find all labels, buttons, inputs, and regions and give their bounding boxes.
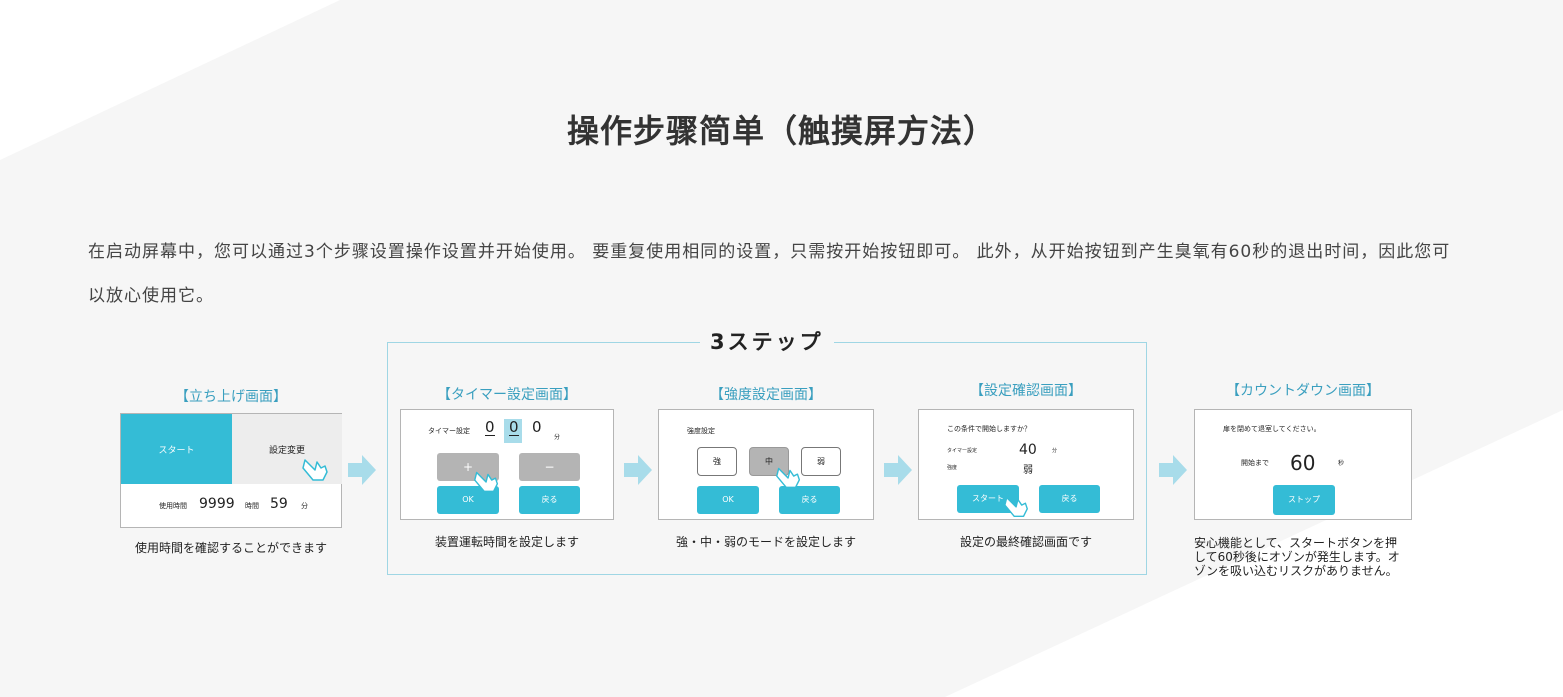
caption-timer: 装置運転時間を設定します: [434, 535, 579, 549]
ok-button[interactable]: OK: [697, 486, 759, 514]
countdown-unit: 秒: [1338, 460, 1345, 467]
arrow-right-icon: [1159, 455, 1187, 485]
countdown-notice: 扉を閉めて退室してください。: [1223, 425, 1321, 433]
back-button[interactable]: 戻る: [779, 486, 840, 514]
countdown-screen: 扉を閉めて退室してください。 開始まで 60 秒 ストップ: [1194, 409, 1412, 520]
medium-button[interactable]: 中: [749, 447, 789, 476]
weak-button[interactable]: 弱: [801, 447, 841, 476]
panel-title-confirm: 【設定確認画面】: [970, 383, 1082, 399]
panel-title-countdown: 【カウントダウン画面】: [1226, 383, 1380, 399]
timer-screen: タイマー設定 0 0 0 分 + − OK 戻る: [400, 409, 614, 520]
caption-countdown-line3: ゾンを吸い込むリスクがありません。: [1194, 564, 1398, 578]
timer-label: タイマー設定: [428, 427, 470, 435]
back-button[interactable]: 戻る: [519, 486, 580, 514]
usage-hours: 9999: [199, 496, 235, 512]
confirm-screen: この条件で開始しますか？ タイマー設定 40 分 強度 弱 スタート 戻る: [918, 409, 1134, 520]
caption-intensity: 強・中・弱のモードを設定します: [675, 535, 856, 549]
strong-button[interactable]: 強: [697, 447, 737, 476]
arrow-right-icon: [348, 455, 376, 485]
confirm-timer-value: 40: [1019, 442, 1037, 458]
confirm-timer-unit: 分: [1052, 448, 1058, 454]
caption-countdown: 安心機能として、スタートボタンを押 して60秒後にオゾンが発生します。オ ゾンを…: [1194, 536, 1424, 578]
intensity-label: 強度設定: [687, 427, 715, 435]
panel-title-startup: 【立ち上げ画面】: [175, 389, 287, 405]
timer-unit: 分: [554, 434, 561, 441]
panel-title-timer: 【タイマー設定画面】: [437, 387, 577, 403]
arrow-right-icon: [624, 455, 652, 485]
timer-digit-ones[interactable]: 0: [532, 418, 542, 436]
startup-screen: スタート 設定変更 使用時間 9999 時間 59 分: [120, 413, 342, 528]
steps-label: 3ステップ: [700, 326, 834, 356]
panel-title-intensity: 【強度設定画面】: [710, 387, 822, 403]
countdown-value: 60: [1290, 451, 1316, 475]
minutes-unit: 分: [301, 502, 308, 510]
caption-confirm: 設定の最終確認画面です: [959, 535, 1092, 549]
hours-unit: 時間: [245, 502, 259, 510]
stop-button[interactable]: ストップ: [1273, 485, 1335, 515]
confirm-intensity-label: 強度: [947, 465, 958, 471]
pointing-hand-icon: [1004, 496, 1028, 517]
page-title: 操作步骤简单（触摸屏方法）: [566, 112, 996, 150]
timer-digit-hundreds[interactable]: 0: [485, 418, 495, 436]
caption-startup: 使用時間を確認することができます: [134, 541, 327, 555]
confirm-intensity-value: 弱: [1023, 465, 1033, 476]
usage-minutes: 59: [270, 496, 288, 512]
usage-label: 使用時間: [159, 502, 187, 510]
intensity-screen: 強度設定 強 中 弱 OK 戻る: [658, 409, 874, 520]
minus-button[interactable]: −: [519, 453, 580, 481]
pointing-hand-icon: [302, 459, 328, 481]
pointing-hand-icon: [474, 471, 499, 493]
pointing-hand-icon: [776, 467, 801, 489]
start-button[interactable]: スタート: [121, 414, 232, 484]
confirm-timer-label: タイマー設定: [947, 448, 978, 454]
countdown-label: 開始まで: [1241, 459, 1269, 467]
confirm-question: この条件で開始しますか？: [947, 425, 1031, 433]
page-description: 在启动屏幕中，您可以通过3个步骤设置操作设置并开始使用。 要重复使用相同的设置，…: [88, 242, 1451, 306]
timer-digit-highlight: [504, 419, 522, 443]
back-button[interactable]: 戻る: [1039, 485, 1100, 513]
caption-countdown-line2: して60秒後にオゾンが発生します。オ: [1194, 550, 1400, 564]
timer-digit-tens[interactable]: 0: [509, 418, 519, 436]
arrow-right-icon: [884, 455, 912, 485]
caption-countdown-line1: 安心機能として、スタートボタンを押: [1194, 536, 1398, 550]
